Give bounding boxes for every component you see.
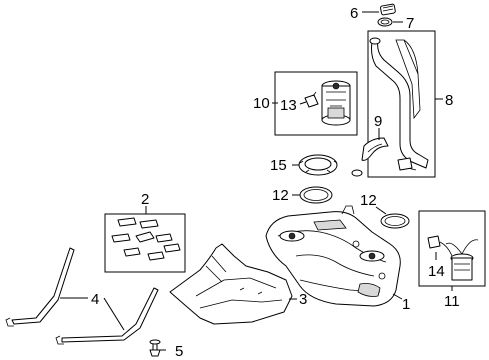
small-clamp [351,169,363,177]
part-7-seal [377,17,393,27]
part-4-strap-left [5,247,75,327]
callout-10: 10 [253,95,270,112]
leader-13 [299,101,307,105]
callout-11: 11 [444,293,460,310]
leader-1 [392,293,403,300]
callout-1: 1 [402,296,410,313]
part-1-fuel-tank [265,205,401,307]
part-12-seal-right [380,213,410,229]
part-15-lock-ring [298,154,338,176]
callout-13: 13 [280,97,297,114]
callout-2: 2 [141,191,149,208]
part-4-strap-right [55,287,159,345]
callout-8: 8 [445,92,453,109]
part-2-pads-box [104,213,186,273]
part-3-heat-shield [169,243,293,325]
leader-4b [103,297,125,331]
callout-12-left: 12 [272,187,289,204]
leader-12b [375,206,387,215]
callout-4: 4 [91,291,99,308]
callout-12-right: 12 [360,192,377,209]
part-9-hose [361,137,389,161]
callout-14: 14 [428,263,445,280]
callout-7: 7 [406,15,414,32]
callout-9: 9 [374,113,382,130]
callout-5: 5 [175,343,183,360]
part-12-seal-left [299,186,333,204]
callout-6: 6 [350,5,358,22]
part-10-pump-module-box [274,71,358,136]
callout-15: 15 [270,157,287,174]
callout-3: 3 [299,291,307,308]
part-8-filler-pipe-box [367,30,436,178]
part-11-sender-box [418,210,486,287]
part-5-bolt [149,339,161,357]
part-6-filler-cap [380,3,396,16]
